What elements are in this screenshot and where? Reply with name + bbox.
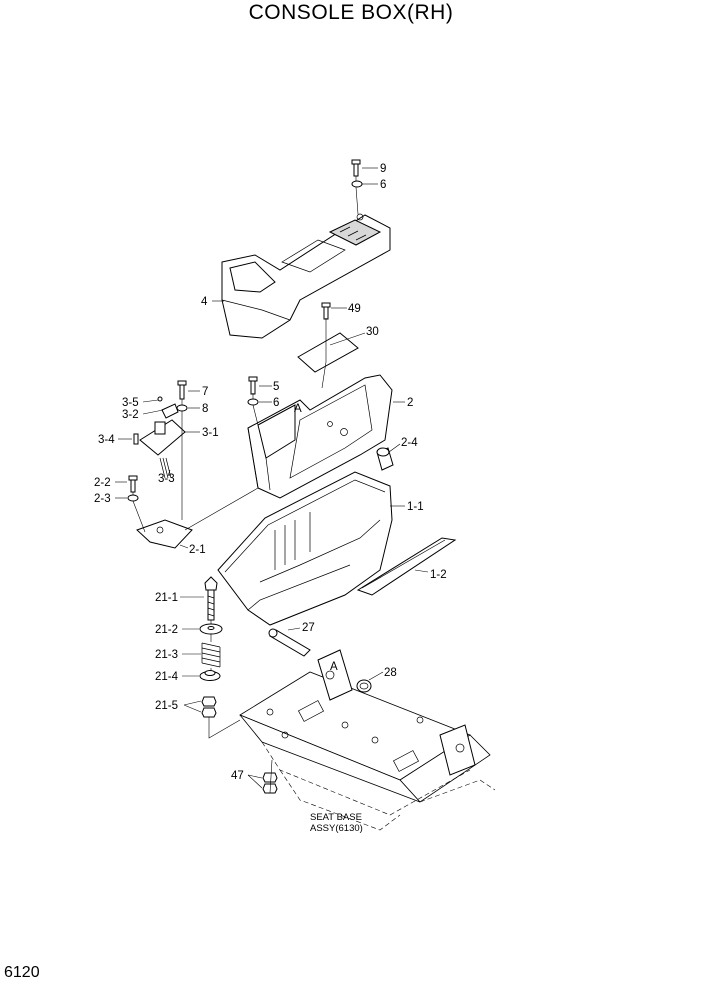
console-cover-part-4	[221, 213, 391, 339]
callout-6-mid: 6	[273, 397, 279, 409]
pin-part-27	[268, 628, 311, 657]
bracket-part-30	[297, 332, 359, 373]
callout-2-1: 2-1	[189, 544, 206, 556]
callout-3-1: 3-1	[202, 427, 219, 439]
callout-9: 9	[380, 163, 386, 175]
callout-2-4: 2-4	[401, 437, 418, 449]
washer-part-6-mid	[247, 398, 259, 406]
callout-21-5: 21-5	[155, 700, 178, 712]
assembly-guide-lines	[132, 176, 359, 794]
page-title: CONSOLE BOX(RH)	[248, 1, 454, 24]
callout-8: 8	[202, 403, 208, 415]
callout-21-1: 21-1	[155, 592, 178, 604]
callout-3-5: 3-5	[122, 397, 139, 409]
side-cover-part-1-2	[356, 537, 457, 596]
nuts-part-21-5	[201, 696, 217, 718]
seat-base-assembly	[239, 649, 496, 831]
bracket-assembly-part-3	[133, 396, 186, 479]
callout-6-top: 6	[380, 179, 386, 191]
callout-21-3: 21-3	[155, 649, 178, 661]
washer-part-6-top	[351, 180, 363, 188]
callout-47: 47	[231, 770, 244, 782]
callout-49: 49	[348, 303, 361, 315]
washer-part-2-3	[127, 494, 139, 502]
bracket-part-2-1	[136, 519, 193, 549]
callout-2-2: 2-2	[94, 477, 111, 489]
page-number: 6120	[4, 964, 40, 981]
console-frame-part-2	[247, 374, 393, 499]
callout-2: 2	[407, 397, 413, 409]
spring-part-21-3	[201, 642, 221, 668]
callout-30: 30	[366, 326, 379, 338]
callout-4: 4	[201, 296, 208, 308]
seat-base-label-line-2: ASSY(6130)	[310, 823, 363, 834]
callout-21-4: 21-4	[155, 671, 179, 683]
callout-21-2: 21-2	[155, 624, 178, 636]
callout-1-1: 1-1	[407, 501, 424, 513]
console-lower-box-part-1-1	[217, 471, 393, 626]
bolt-part-5	[248, 376, 258, 395]
bolt-part-7	[177, 380, 187, 400]
callout-3-3: 3-3	[158, 473, 175, 485]
rubber-mount-part-21-4	[199, 670, 221, 681]
callout-leader-lines	[115, 167, 429, 789]
seat-base-label-line-1: SEAT BASE	[310, 812, 362, 823]
stud-bolt-part-21-1	[204, 576, 218, 621]
callout-5: 5	[273, 381, 279, 393]
callout-3-4: 3-4	[98, 434, 115, 446]
callout-27: 27	[302, 622, 315, 634]
washer-part-8	[176, 404, 188, 412]
bolt-part-9	[351, 159, 361, 177]
ring-part-28	[356, 679, 372, 693]
callout-3-2: 3-2	[122, 409, 139, 421]
callout-1-2: 1-2	[430, 569, 447, 581]
callout-28: 28	[384, 667, 397, 679]
callout-a-lower: A	[330, 661, 338, 673]
bolt-part-49	[321, 302, 331, 320]
bolt-part-2-2	[128, 475, 138, 493]
callout-7: 7	[202, 386, 208, 398]
callout-a-upper: A	[294, 403, 302, 415]
callout-2-3: 2-3	[94, 493, 111, 505]
